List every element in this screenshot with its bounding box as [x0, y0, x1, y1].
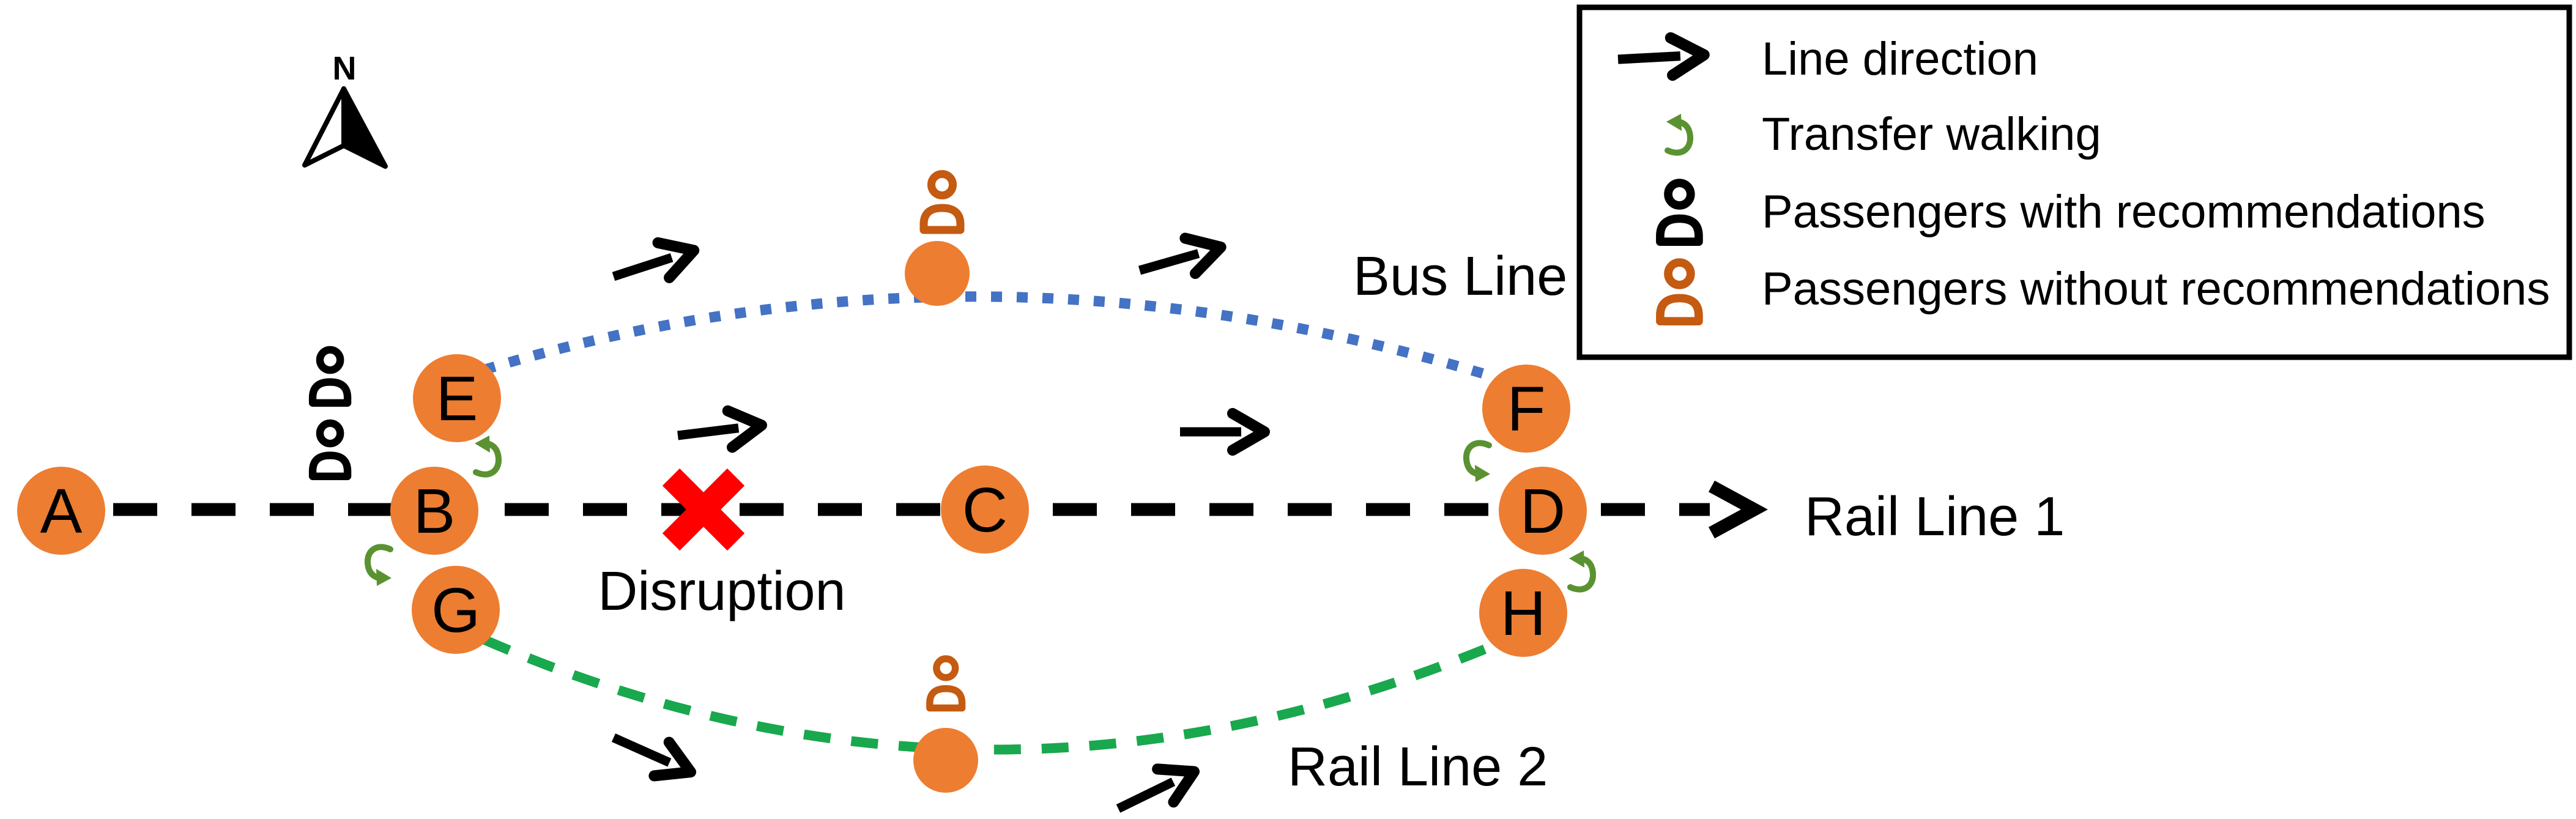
rail-line-2-label: Rail Line 2	[1288, 736, 1548, 798]
station-D: D	[1499, 467, 1587, 555]
rail-line-1-label: Rail Line 1	[1805, 486, 2065, 547]
transfer-walking-icon	[1466, 443, 1490, 482]
station-C: C	[941, 465, 1029, 554]
station-G: G	[412, 566, 500, 654]
station-circle	[1482, 365, 1570, 453]
station-label: A	[40, 476, 83, 546]
station-E: E	[413, 354, 501, 442]
station-label: E	[436, 363, 478, 434]
station-H: H	[1479, 569, 1567, 657]
legend-box	[1576, 4, 2572, 360]
legend: Line direction Transfer walking Passenge…	[1576, 4, 2572, 360]
rail-line-1-arrowhead	[1708, 480, 1769, 539]
station-circle	[941, 465, 1029, 554]
passenger-without-recommendations-icon	[924, 174, 960, 231]
line-direction-arrow-icon	[1110, 755, 1202, 819]
passenger-without-recommendations-icon	[930, 659, 962, 708]
station-label: D	[1520, 476, 1565, 546]
passenger-with-recommendations-icon	[313, 350, 347, 403]
station-circle	[1479, 569, 1567, 657]
disruption-x-icon	[662, 468, 745, 551]
station-label: F	[1507, 374, 1546, 444]
bus-line-intermediate-stop	[905, 241, 970, 306]
legend-item-label: Transfer walking	[1762, 108, 2101, 160]
station-F: F	[1482, 365, 1570, 453]
bus-line-label: Bus Line	[1353, 246, 1567, 307]
station-label: B	[414, 476, 456, 546]
line-direction-arrow-icon	[606, 721, 698, 789]
legend-item-label: Line direction	[1762, 33, 2038, 85]
line-direction-arrow-icon	[608, 233, 700, 294]
station-label: C	[962, 475, 1008, 545]
station-circle	[1499, 467, 1587, 555]
station-circle	[17, 467, 105, 555]
transfer-walking-icon	[1569, 550, 1593, 590]
transfer-walking-icon	[368, 547, 392, 586]
line-direction-arrow-icon	[1180, 413, 1264, 450]
north-arrow-icon	[302, 86, 388, 169]
legend-item-label: Passengers with recommendations	[1762, 186, 2485, 238]
station-A: A	[17, 467, 105, 555]
legend-item-label: Passengers without recommendations	[1762, 263, 2550, 315]
transfer-walking-icon	[475, 435, 499, 475]
line-direction-arrow-icon	[1135, 229, 1226, 288]
station-label: G	[431, 575, 480, 645]
rail-line-2-intermediate-stop	[913, 728, 978, 793]
station-circle	[412, 566, 500, 654]
disruption-label: Disruption	[598, 561, 845, 622]
station-label: H	[1501, 578, 1546, 648]
station-circle	[390, 467, 478, 555]
passenger-with-recommendations-icon	[313, 423, 347, 476]
north-label: N	[333, 50, 357, 87]
station-B: B	[390, 467, 478, 555]
line-direction-arrow-icon	[675, 407, 763, 453]
rail-line-2-path	[482, 635, 1495, 755]
bus-line-path	[483, 291, 1504, 385]
station-circle	[413, 354, 501, 442]
